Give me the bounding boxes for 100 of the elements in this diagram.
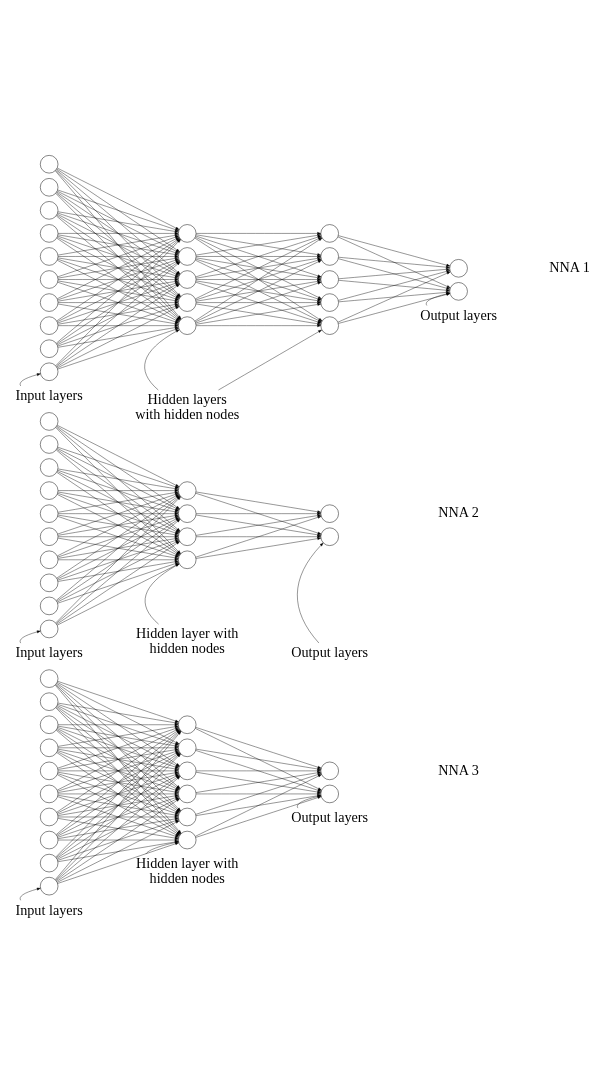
arrow	[57, 167, 180, 230]
arrow	[57, 815, 179, 819]
arrow	[19, 630, 41, 644]
arrow	[57, 535, 179, 539]
arrow	[145, 841, 179, 855]
arrow	[195, 727, 322, 769]
node-text: Hidden layer with hidden nodes	[135, 624, 239, 657]
arrow	[194, 237, 323, 322]
arrow	[57, 838, 179, 842]
node-circle	[40, 761, 59, 780]
arrow	[57, 255, 179, 258]
arrow	[297, 542, 324, 644]
arrow	[195, 515, 322, 558]
arrow	[57, 234, 179, 256]
node-circle	[40, 155, 59, 174]
node-circle	[40, 481, 59, 500]
arrow	[57, 278, 179, 281]
node-circle	[40, 807, 59, 827]
node-circle	[40, 527, 59, 546]
arrow	[195, 493, 322, 535]
node-circle	[40, 715, 59, 734]
node-text: Input layers	[15, 387, 83, 404]
node-circle	[40, 247, 59, 266]
arrow	[196, 535, 321, 539]
arrow	[57, 746, 179, 750]
arrow	[57, 324, 179, 327]
node-circle	[40, 504, 59, 523]
arrow	[57, 189, 179, 231]
node-circle	[320, 761, 339, 780]
node-circle	[40, 458, 59, 477]
arrow	[196, 278, 321, 281]
node-text: Hidden layer with hidden nodes	[135, 854, 239, 887]
node-circle	[40, 412, 59, 431]
arrow	[57, 681, 179, 723]
arrow	[195, 281, 322, 324]
arrow	[57, 489, 179, 492]
node-circle	[320, 293, 339, 312]
node-circle	[449, 259, 468, 278]
arrow	[338, 235, 451, 267]
node-circle	[40, 854, 59, 873]
node-circle	[40, 550, 59, 569]
node-text: Output layers	[291, 644, 369, 661]
arrow	[196, 255, 321, 258]
arrow	[57, 301, 179, 304]
arrow	[196, 512, 321, 515]
node-circle	[40, 830, 59, 850]
arrow	[195, 236, 322, 300]
node-circle	[320, 247, 339, 266]
node-circle	[40, 435, 59, 454]
node-circle	[320, 504, 339, 523]
label: NNA 1	[549, 258, 590, 275]
node-circle	[40, 596, 59, 615]
arrow	[196, 324, 321, 327]
arrow	[57, 512, 179, 515]
node-circle	[40, 293, 59, 312]
arrow	[196, 792, 321, 796]
node-circle	[40, 362, 59, 381]
node-circle	[40, 619, 59, 639]
arrow	[338, 257, 450, 269]
node-circle	[449, 282, 468, 301]
arrow	[195, 537, 322, 559]
arrow	[196, 301, 321, 304]
arrow	[195, 491, 322, 514]
node-circle	[320, 270, 339, 289]
node-circle	[40, 692, 59, 711]
node-circle	[40, 270, 59, 289]
node-circle	[40, 738, 59, 757]
arrow	[57, 792, 179, 796]
arrow	[56, 168, 180, 252]
arrow	[57, 425, 180, 487]
node-circle	[320, 784, 339, 804]
node-text: Hidden layers with hidden nodes	[135, 390, 240, 423]
node-circle	[40, 178, 59, 197]
arrow	[195, 748, 322, 771]
arrow	[57, 446, 179, 489]
node-circle	[40, 201, 59, 220]
node-text: Input layers	[15, 644, 83, 661]
arrow	[57, 723, 179, 727]
arrow	[218, 329, 322, 391]
arrow	[195, 257, 322, 279]
arrow	[196, 232, 321, 235]
node-text: Output layers	[291, 809, 369, 826]
node-circle	[40, 669, 59, 688]
arrow	[57, 468, 179, 490]
label: NNA 2	[438, 504, 479, 521]
label: NNA 3	[438, 761, 479, 778]
node-text: Output layers	[420, 306, 498, 323]
arrow	[57, 190, 180, 253]
arrow	[57, 840, 179, 862]
arrow	[195, 260, 322, 323]
arrow	[57, 842, 179, 884]
arrow	[196, 769, 321, 773]
arrow	[57, 702, 179, 725]
arrow	[57, 211, 179, 233]
arrow	[19, 887, 41, 901]
arrow	[57, 558, 179, 562]
arrow	[195, 235, 322, 278]
node-circle	[40, 784, 59, 804]
arrow	[57, 769, 179, 773]
node-circle	[40, 573, 59, 592]
